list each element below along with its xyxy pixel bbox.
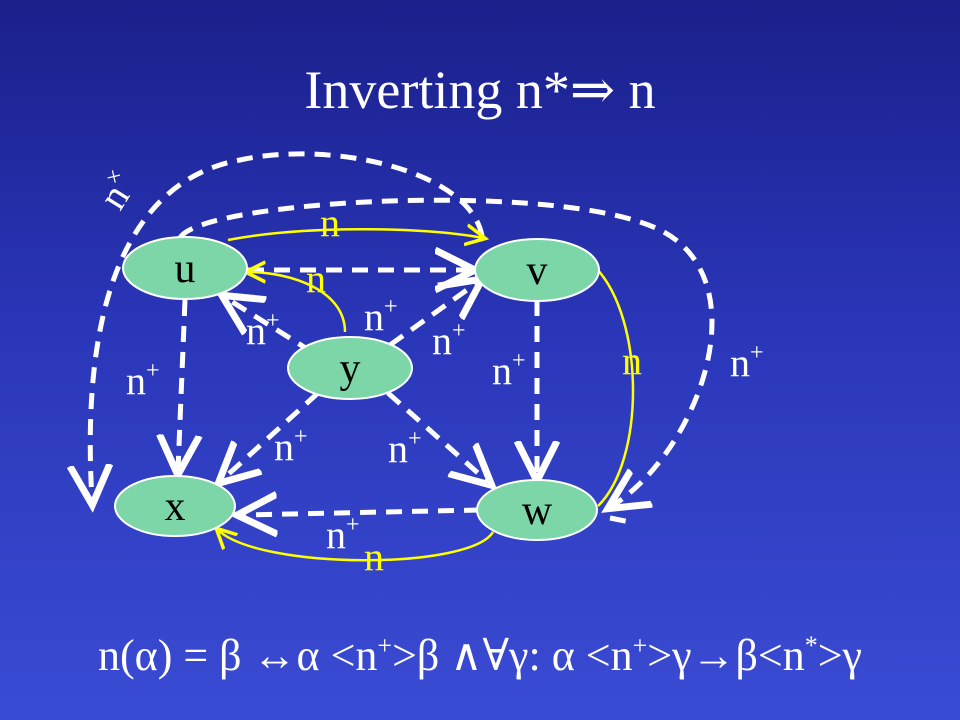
label-n-v-w: n (622, 338, 642, 383)
edge-y-u-nplus (226, 298, 314, 355)
label-w-x: n+ (326, 512, 360, 557)
label-n-w-x: n (364, 534, 384, 579)
slide-title: Inverting n*⇒ n (0, 58, 960, 122)
edge-y-w-nplus (386, 391, 488, 482)
definition-formula: n(α) = β ↔α <n+>β ∧∀γ: α <n+>γ→β<n*>γ (97, 631, 862, 680)
label-n-y-u: n (306, 256, 326, 301)
label-v-w: n+ (492, 348, 526, 393)
edge-y-v-nplus (388, 282, 478, 348)
node-w: w (476, 479, 598, 541)
node-x-shape (114, 475, 236, 537)
label-outer-left: n× (89, 164, 145, 216)
label-y-v-right: n+ (432, 318, 466, 363)
implies-symbol: ⇒ (569, 60, 616, 120)
label-y-x: n+ (274, 424, 308, 469)
edge-w-x-n (218, 530, 495, 562)
node-w-label: w (522, 488, 553, 534)
label-u-x: n+ (126, 358, 160, 403)
label-y-v: n+ (364, 294, 398, 339)
edge-w-right-tail (609, 515, 631, 525)
title-text: Inverting n* (304, 60, 570, 120)
node-v-label: v (527, 248, 548, 294)
edge-v-x-outer-nplus (90, 151, 485, 500)
edge-u-w-outer-nplus (177, 197, 715, 506)
label-y-w: n+ (388, 426, 422, 471)
edge-u-x-nplus (178, 299, 185, 470)
edge-w-x-nplus (242, 510, 481, 515)
label-y-u: n+ (246, 308, 280, 353)
node-u-shape (122, 236, 248, 300)
edge-u-v-n (227, 229, 483, 240)
edge-y-x-nplus (222, 391, 320, 480)
node-u: u (122, 236, 248, 300)
label-n-u-v: n (320, 200, 340, 245)
node-y-label: y (340, 346, 361, 392)
edge-v-w-n (595, 267, 635, 507)
title-target: n (628, 60, 656, 120)
node-x-label: x (165, 484, 186, 530)
node-v-shape (474, 238, 600, 302)
node-u-label: u (175, 246, 196, 292)
node-y-shape (287, 336, 413, 400)
node-y: y (287, 336, 413, 400)
node-v: v (474, 238, 600, 302)
label-outer-right: n+ (730, 340, 764, 385)
node-x: x (114, 475, 236, 537)
edge-y-u-n (248, 272, 347, 333)
node-w-shape (476, 479, 598, 541)
